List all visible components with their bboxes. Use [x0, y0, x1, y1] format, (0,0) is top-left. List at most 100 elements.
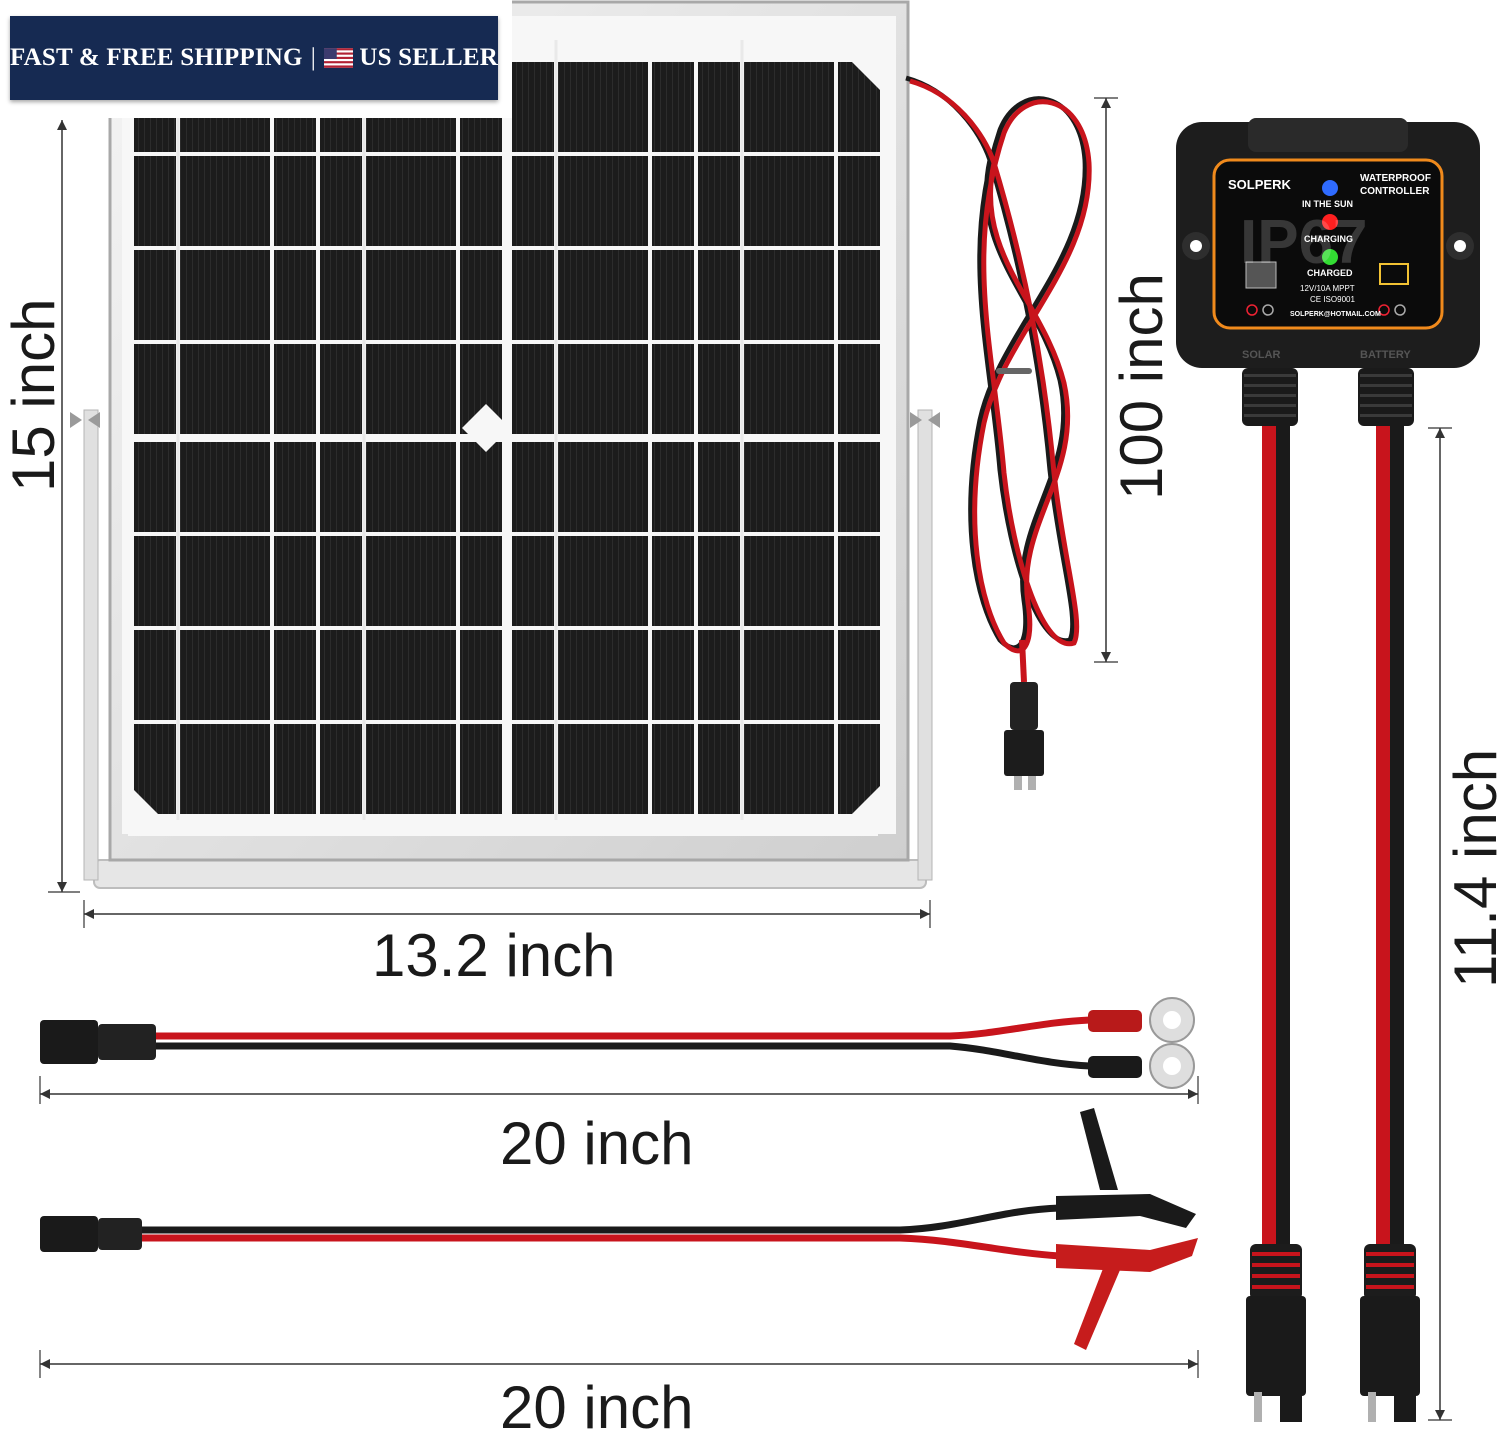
clip-cable-boot	[98, 1218, 142, 1250]
solar-cell	[744, 724, 834, 814]
cell-corner-gap	[850, 60, 880, 90]
solar-cell	[180, 344, 270, 434]
solar-cell	[698, 442, 740, 532]
controller-cert: CE ISO9001	[1310, 295, 1355, 304]
connector-stripe	[1252, 1285, 1300, 1289]
solar-cell	[838, 344, 880, 434]
solar-cell	[320, 344, 362, 434]
solar-cell	[274, 630, 316, 720]
led-label-charged: CHARGED	[1307, 268, 1353, 278]
panel-sae-connector	[1004, 730, 1044, 776]
solar-cell	[274, 442, 316, 532]
led-charged	[1322, 249, 1338, 265]
led-label-sun: IN THE SUN	[1302, 199, 1354, 209]
sae-connector	[1360, 1296, 1420, 1396]
solar-cell	[180, 630, 270, 720]
solar-cell	[558, 62, 648, 152]
dimension-arrowhead	[1435, 1410, 1445, 1420]
battery-icon	[1379, 263, 1409, 285]
solar-cell	[558, 724, 648, 814]
controller-spec: 12V/10A MPPT	[1300, 284, 1355, 293]
cable-tie	[996, 368, 1032, 374]
sae-pin	[1254, 1392, 1262, 1422]
clip-cable-black	[142, 1204, 1061, 1234]
dimension-arrowhead	[57, 882, 67, 892]
solar-cell	[698, 62, 740, 152]
ring-cable-boot	[98, 1024, 156, 1060]
wing-nut-right	[910, 412, 940, 428]
strain-relief-rib	[1360, 384, 1412, 387]
connector-stripe	[1252, 1274, 1300, 1278]
cell-corner-gap	[462, 404, 510, 452]
ring-cable-sae-connector	[40, 1020, 98, 1064]
controller-title-line2: CONTROLLER	[1360, 186, 1430, 197]
solar-cell	[320, 250, 362, 340]
clip-cable-sae-connector	[40, 1216, 98, 1252]
solar-cell	[320, 630, 362, 720]
panel-cable-connector-boot	[1010, 682, 1038, 730]
strain-relief-rib	[1244, 394, 1296, 397]
solar-cell	[180, 156, 270, 246]
solar-cell	[652, 250, 694, 340]
connector-stripe	[1366, 1285, 1414, 1289]
controller-title-line1: WATERPROOF	[1360, 173, 1431, 184]
controller-brand: SOLPERK	[1228, 177, 1291, 192]
solar-cell	[652, 442, 694, 532]
solar-cell	[558, 442, 648, 532]
solar-cell	[320, 724, 362, 814]
controller-cable-black	[1390, 426, 1404, 1246]
terminal-minus-icon	[1394, 304, 1406, 316]
stand-leg-left	[83, 409, 99, 881]
solar-cell	[274, 156, 316, 246]
solar-cell	[744, 62, 834, 152]
panel-cable-length-label: 100 inch	[1108, 273, 1175, 500]
shipping-banner: FAST & FREE SHIPPING | US SELLER	[10, 16, 498, 100]
ring-cable-red	[156, 1016, 1091, 1040]
port-label-solar: SOLAR	[1242, 349, 1281, 361]
sae-pin	[1028, 776, 1036, 790]
solar-cell	[460, 536, 502, 626]
terminal-plus-icon	[1246, 304, 1258, 316]
strain-relief-rib	[1360, 404, 1412, 407]
solar-cell	[460, 724, 502, 814]
ring-terminal-hole	[1163, 1011, 1181, 1029]
mount-hole-right	[1454, 240, 1466, 252]
solar-cell	[558, 344, 648, 434]
wing-nut-left	[70, 412, 100, 428]
dimension-arrowhead	[1188, 1089, 1198, 1099]
solar-cell	[274, 250, 316, 340]
solar-cell	[366, 536, 456, 626]
cell-corner-gap	[130, 786, 160, 816]
sae-pin	[1014, 776, 1022, 790]
sae-pin	[1368, 1392, 1376, 1422]
dimension-arrowhead	[84, 909, 94, 919]
solar-cell	[744, 250, 834, 340]
strain-relief-rib	[1244, 374, 1296, 377]
ring-cable-length-label: 20 inch	[500, 1110, 694, 1177]
led-label-charging: CHARGING	[1304, 234, 1353, 244]
solar-cell	[652, 62, 694, 152]
dimension-arrowhead	[1188, 1359, 1198, 1369]
solar-cell	[134, 442, 176, 532]
solar-cell	[366, 344, 456, 434]
panel-width-label: 13.2 inch	[372, 922, 616, 989]
solar-cell	[652, 630, 694, 720]
strain-relief-rib	[1360, 414, 1412, 417]
solar-cell	[652, 344, 694, 434]
solar-cell	[366, 156, 456, 246]
ring-terminal-black-boot	[1088, 1056, 1142, 1078]
sae-pin-cover	[1394, 1392, 1416, 1422]
banner-text-left: FAST & FREE SHIPPING	[10, 44, 303, 71]
solar-cell	[558, 250, 648, 340]
clip-black-handle	[1080, 1108, 1118, 1190]
solar-cell	[512, 724, 554, 814]
panel-cable-red	[909, 78, 1092, 654]
solar-cell	[698, 344, 740, 434]
solar-cell	[366, 442, 456, 532]
dimension-arrowhead	[920, 909, 930, 919]
solar-panel-icon	[1245, 261, 1277, 289]
connector-stripe	[1366, 1274, 1414, 1278]
solar-cell	[366, 724, 456, 814]
solar-cell	[134, 156, 176, 246]
